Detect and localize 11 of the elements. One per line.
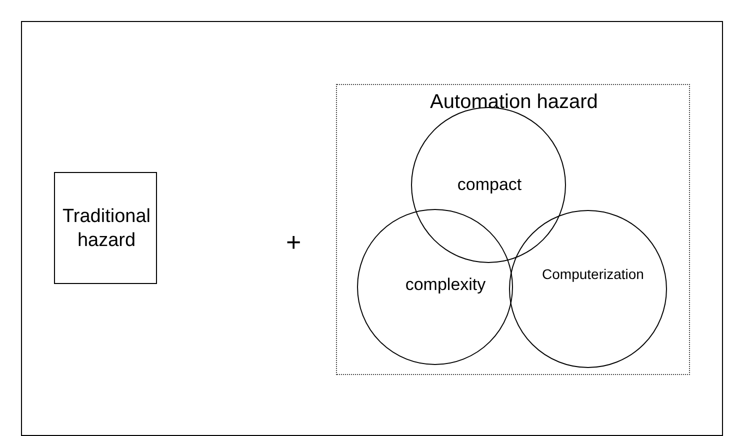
venn-circle [509,210,667,368]
hazard-box [54,172,157,284]
venn-circle [411,107,566,263]
node-label: Computerization [541,266,645,283]
venn-circle [357,209,513,365]
node-label: compact [456,175,523,196]
node-label: Traditional hazard [61,205,152,252]
group-box [336,84,690,375]
plus-sign: + [286,229,302,255]
group-heading: Automation hazard [429,90,599,114]
node-label: complexity [404,275,487,296]
